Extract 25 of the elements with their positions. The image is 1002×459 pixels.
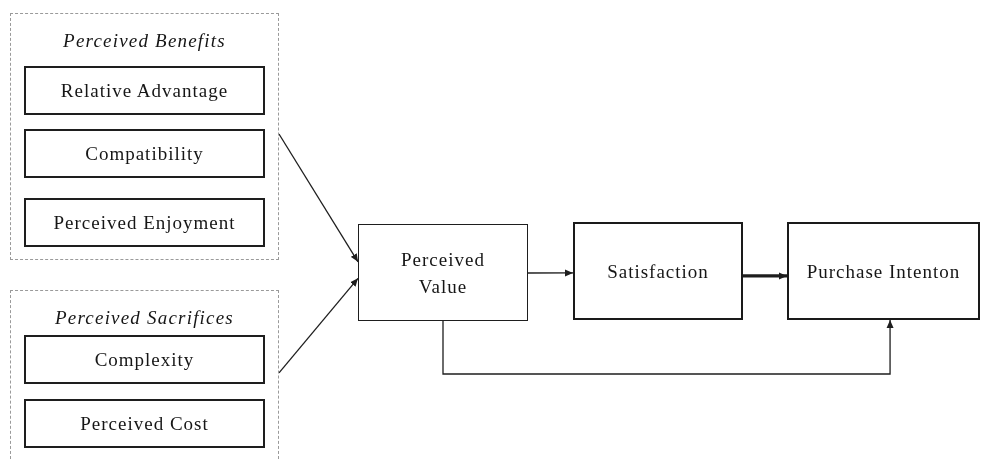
- construct-label: Perceived Enjoyment: [53, 211, 236, 235]
- construct-label: Relative Advantage: [60, 79, 229, 103]
- construct-box: [573, 222, 743, 320]
- construct-box: [24, 198, 265, 247]
- construct-label: Complexity: [94, 348, 195, 372]
- construct-label: Perceived Cost: [80, 412, 209, 436]
- construct-box: [24, 129, 265, 178]
- group-frame: [10, 13, 279, 260]
- construct-label: Satisfaction: [607, 259, 709, 284]
- construct-box: [24, 399, 265, 448]
- construct-label: Perceived Value: [400, 247, 486, 299]
- construct-label: Purchase Intenton: [806, 259, 961, 284]
- construct-box: [358, 224, 528, 321]
- construct-box: [787, 222, 980, 320]
- arrow: [527, 269, 574, 277]
- arrow: [278, 133, 359, 263]
- group-frame: [10, 290, 279, 459]
- group-title: Perceived Sacrifices: [55, 307, 234, 329]
- construct-label: Compatibility: [85, 142, 204, 166]
- arrow: [743, 272, 787, 280]
- arrow: [442, 319, 894, 375]
- arrow: [278, 277, 359, 374]
- construct-box: [24, 335, 265, 384]
- group-title: Perceived Benefits: [63, 30, 226, 52]
- construct-box: [24, 66, 265, 115]
